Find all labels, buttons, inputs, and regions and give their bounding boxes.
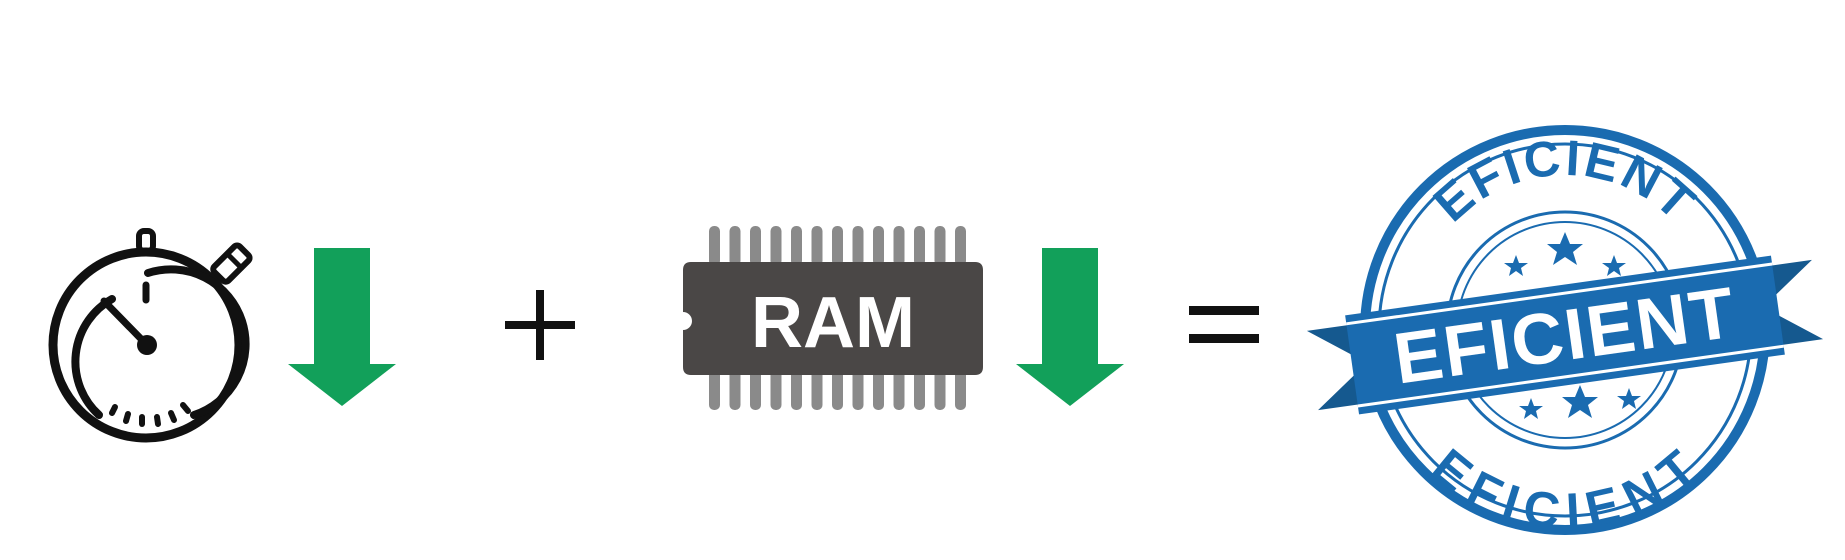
chip-pin (791, 226, 802, 266)
equals-operator (1185, 298, 1265, 358)
chip-pin (832, 226, 843, 266)
chip-pin (914, 226, 925, 266)
star-icon (1519, 385, 1641, 419)
chip-pin (955, 226, 966, 266)
chip-pin (852, 226, 864, 266)
chip-pin (873, 370, 884, 410)
chip-pin (791, 370, 802, 410)
efficient-stamp-seal: EFICIENT EFICIENT EFICIENT (1290, 120, 1840, 545)
chip-pin (873, 226, 884, 266)
star-icon (1504, 232, 1626, 276)
chip-pin (832, 370, 843, 410)
chip-pin (811, 226, 823, 266)
chip-pin (729, 370, 741, 410)
chip-pin (709, 370, 720, 410)
chip-pin (934, 370, 946, 410)
chip-pin (729, 226, 741, 266)
chip-pin (770, 226, 782, 266)
down-arrow-icon (1012, 248, 1132, 408)
plus-operator (505, 285, 585, 365)
ram-chip-label: RAM (751, 283, 915, 363)
chip-pin (852, 370, 864, 410)
chip-pin (770, 370, 782, 410)
chip-pin (955, 370, 966, 410)
chip-pin (934, 226, 946, 266)
stamp-bottom-arc-text: EFICIENT (1422, 438, 1709, 540)
chip-pin (709, 226, 720, 266)
stopwatch-icon (40, 215, 255, 443)
chip-pin (750, 226, 761, 266)
chip-pin (893, 226, 905, 266)
chip-pin (750, 370, 761, 410)
chip-pin (914, 370, 925, 410)
chip-pin (893, 370, 905, 410)
down-arrow-icon (284, 248, 404, 408)
ram-chip-icon: RAM (683, 222, 988, 422)
chip-pin (811, 370, 823, 410)
